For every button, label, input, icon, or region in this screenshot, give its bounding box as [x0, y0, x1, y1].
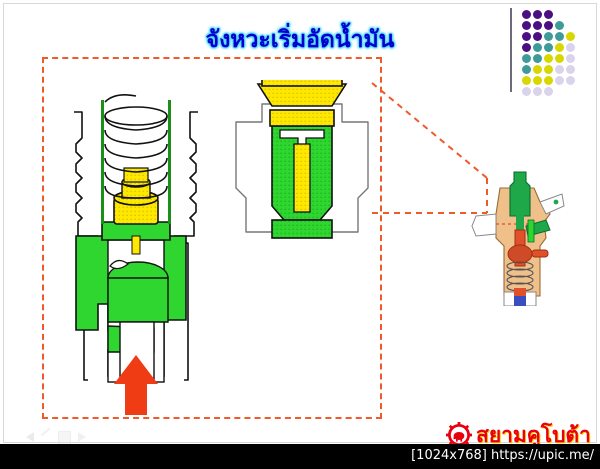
decorative-dot — [555, 54, 564, 63]
page-icon — [58, 431, 71, 445]
vertical-rule — [510, 8, 512, 92]
decorative-dot — [522, 87, 531, 96]
decorative-dot — [544, 65, 553, 74]
decorative-dot — [555, 76, 564, 85]
decorative-dot — [566, 32, 575, 41]
decorative-dot — [533, 21, 542, 30]
brand-lockup: สยามคูโบต้า — [446, 421, 596, 449]
decorative-dot — [555, 32, 564, 41]
decorative-dot — [533, 10, 542, 19]
footer-caption: [1024x768] https://upic.me/ — [411, 448, 594, 463]
main-cutaway-drawing — [74, 94, 198, 415]
decorative-dot — [566, 54, 575, 63]
back-arrow-icon — [26, 432, 34, 442]
ghost-toolbar-icons — [26, 427, 96, 445]
decorative-dot — [544, 10, 553, 19]
decorative-dot — [544, 43, 553, 52]
decorative-dot — [522, 76, 531, 85]
decorative-dot — [522, 54, 531, 63]
decorative-dot — [533, 87, 542, 96]
decorative-dot — [566, 65, 575, 74]
pencil-icon — [40, 427, 51, 437]
decorative-dot — [544, 87, 553, 96]
decorative-dot — [555, 65, 564, 74]
decorative-dot — [544, 21, 553, 30]
decorative-dot — [555, 21, 564, 30]
decorative-dot — [522, 21, 531, 30]
decorative-dot — [533, 32, 542, 41]
decorative-dot — [522, 32, 531, 41]
decorative-dot — [533, 43, 542, 52]
footer-bar — [0, 444, 600, 469]
decorative-dot — [522, 43, 531, 52]
decorative-dot — [533, 76, 542, 85]
decorative-dot — [555, 43, 564, 52]
brand-name: สยามคูโบต้า — [476, 423, 591, 447]
decorative-dot — [544, 76, 553, 85]
decorative-dot — [566, 76, 575, 85]
decorative-dot — [522, 65, 531, 74]
decorative-dot — [566, 43, 575, 52]
decorative-dot — [544, 32, 553, 41]
decorative-dot — [533, 54, 542, 63]
magnified-detail-drawing — [235, 80, 369, 239]
decorative-dot-grid — [510, 8, 596, 96]
kubota-elephant-gear-logo — [446, 422, 472, 448]
decorative-dot — [544, 54, 553, 63]
decorative-dot — [522, 10, 531, 19]
page-title: จังหวะเริ่มอัดน้ำมัน — [205, 26, 395, 52]
callout-frame — [42, 57, 382, 419]
forward-arrow-icon — [78, 432, 86, 442]
pump-locator-inset — [471, 171, 565, 306]
decorative-dot — [533, 65, 542, 74]
fuel-flow-arrow — [114, 355, 158, 415]
